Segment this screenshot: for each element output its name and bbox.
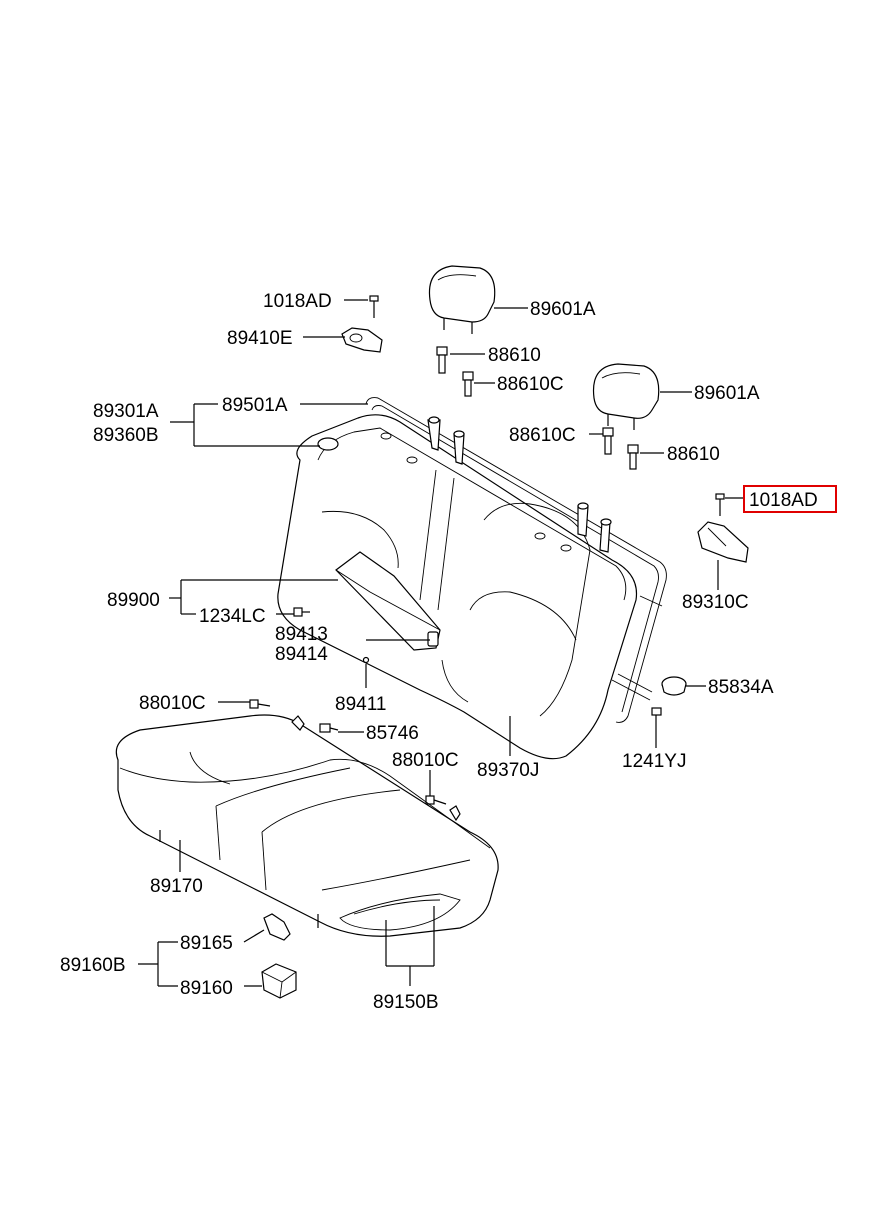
label-89411: 89411 <box>335 694 386 715</box>
bolt-1241yj <box>651 707 662 724</box>
seat-cushion <box>115 714 499 937</box>
label-89410e: 89410E <box>227 328 293 349</box>
label-89160: 89160 <box>180 978 233 999</box>
label-88010c-a: 88010C <box>139 693 206 714</box>
label-89370j: 89370J <box>477 760 539 781</box>
clip-89165 <box>263 913 291 941</box>
label-89414: 89414 <box>275 644 328 665</box>
guide-pins <box>436 346 639 470</box>
bracket-right <box>697 493 749 563</box>
part-labels: 1018AD 89410E 89601A 88610 88610C 89601A… <box>60 291 818 1013</box>
label-85746: 85746 <box>366 723 419 744</box>
label-85834a: 85834A <box>708 677 774 698</box>
leader-lines <box>138 299 745 987</box>
label-1018ad-top: 1018AD <box>263 291 332 312</box>
headrest-right <box>592 363 660 430</box>
label-88610c-a: 88610C <box>497 374 564 395</box>
label-89601a-top: 89601A <box>530 299 596 320</box>
highlight-box-1018ad <box>743 485 837 513</box>
label-88610-a: 88610 <box>488 345 541 366</box>
label-89413: 89413 <box>275 624 328 645</box>
label-89900: 89900 <box>107 590 160 611</box>
label-88010c-b: 88010C <box>392 750 459 771</box>
label-89601a-right: 89601A <box>694 383 760 404</box>
label-89301a: 89301A <box>93 401 159 422</box>
latch-89160 <box>261 963 297 999</box>
label-89360b: 89360B <box>93 425 159 446</box>
bracket-left <box>341 295 383 353</box>
armrest <box>335 551 441 651</box>
part-89411-dot <box>362 656 370 664</box>
bolt-1234lc <box>293 607 310 617</box>
label-89165: 89165 <box>180 933 233 954</box>
seatback-frame <box>365 397 667 723</box>
headrest-left <box>428 265 496 334</box>
clip-85746 <box>319 723 339 733</box>
label-89150b: 89150B <box>373 992 439 1013</box>
seatback-cushion <box>277 414 638 760</box>
label-89310c: 89310C <box>682 592 749 613</box>
label-1234lc: 1234LC <box>199 606 266 627</box>
label-88610-b: 88610 <box>667 444 720 465</box>
label-89170: 89170 <box>150 876 203 897</box>
label-88610c-b: 88610C <box>509 425 576 446</box>
label-89160b: 89160B <box>60 955 126 976</box>
label-1018ad-right: 1018AD <box>749 490 818 511</box>
label-1241yj: 1241YJ <box>622 751 686 772</box>
label-89501a: 89501A <box>222 395 288 416</box>
headrest-guides <box>427 416 612 553</box>
cap-85834a <box>661 676 687 696</box>
